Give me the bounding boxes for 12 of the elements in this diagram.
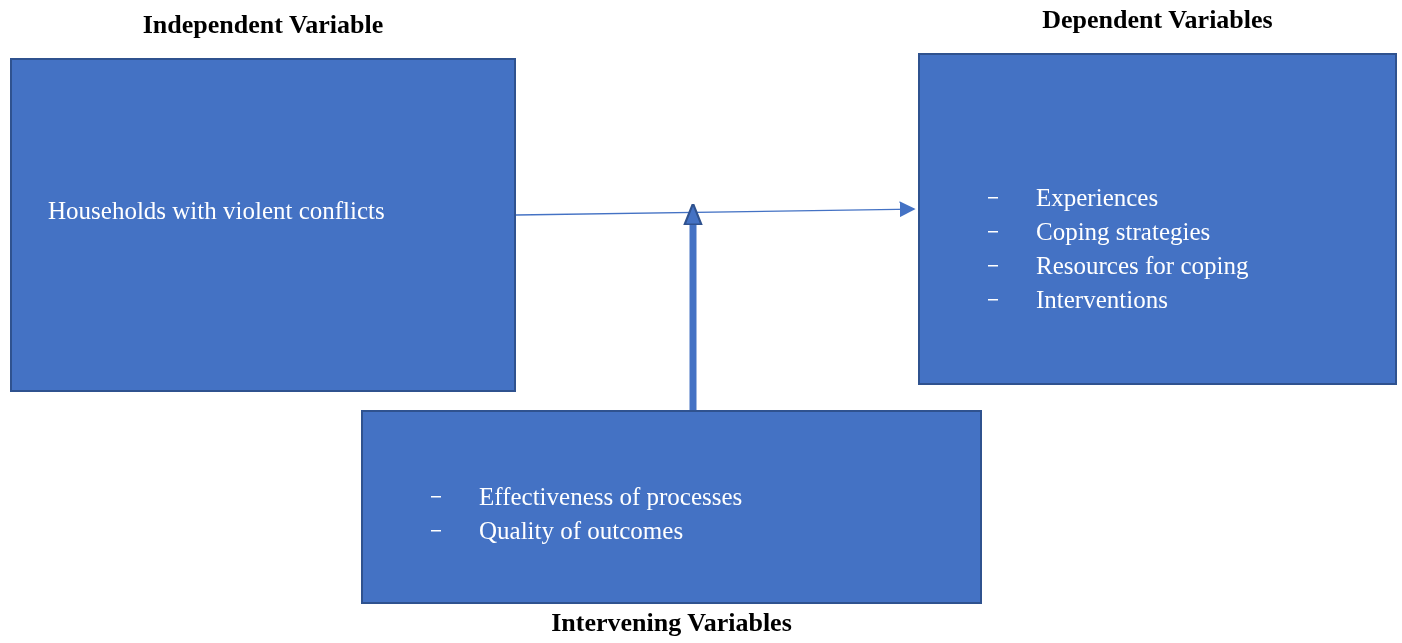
list-item: Resources for coping — [1036, 251, 1249, 281]
box-text: Households with violent conflicts — [48, 196, 385, 226]
section-heading: Dependent Variables — [1042, 5, 1273, 35]
list-item: Coping strategies — [1036, 217, 1211, 247]
arrow — [515, 201, 916, 218]
list-item: Quality of outcomes — [479, 516, 684, 546]
list-item: Interventions — [1036, 285, 1168, 315]
section-heading: Independent Variable — [142, 10, 384, 40]
thick-arrow — [683, 202, 703, 410]
list-item: Experiences — [1036, 183, 1159, 213]
list-item: Effectiveness of processes — [479, 482, 743, 512]
section-heading: Intervening Variables — [551, 608, 792, 638]
